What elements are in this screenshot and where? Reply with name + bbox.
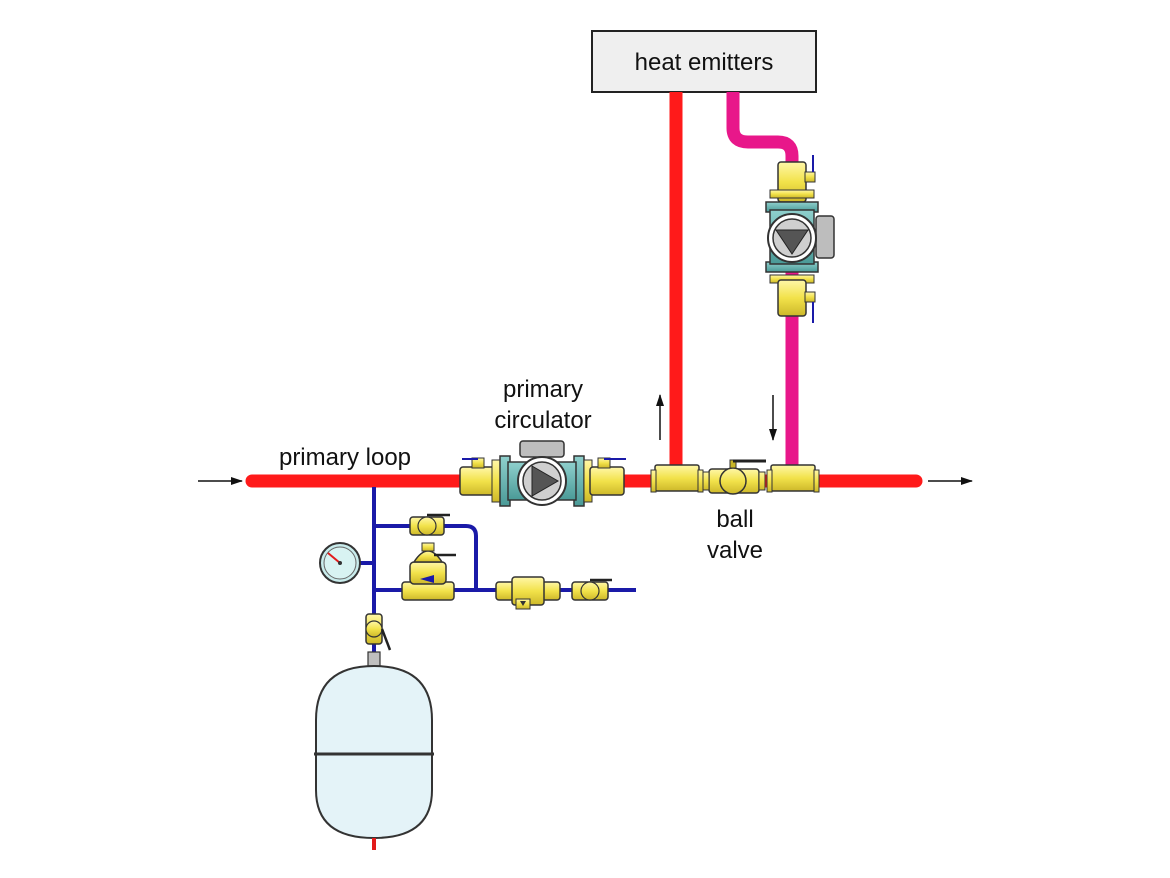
emitter-return-pipe bbox=[726, 92, 799, 470]
return-tee-fitting bbox=[766, 464, 820, 493]
bypass-ball-valve bbox=[409, 513, 450, 536]
expansion-tank bbox=[314, 651, 434, 850]
primary-loop-label: primary loop bbox=[279, 444, 411, 471]
makeup-water-piping bbox=[360, 487, 636, 652]
ball-valve-label-line1: ball bbox=[716, 506, 753, 533]
primary-circulator bbox=[459, 440, 626, 507]
supply-tee-fitting bbox=[650, 464, 704, 493]
secondary-circulator bbox=[765, 155, 835, 323]
secondary-pump-direction-icon bbox=[775, 229, 809, 255]
ball-valve bbox=[702, 459, 766, 495]
pressure-gauge-icon bbox=[319, 542, 361, 584]
primary-circulator-label-line1: primary bbox=[503, 376, 583, 403]
ball-valve-label-line2: valve bbox=[707, 537, 763, 564]
pressure-reducing-valve bbox=[401, 542, 456, 601]
pump-direction-icon bbox=[531, 465, 560, 497]
feed-ball-valve bbox=[571, 578, 612, 601]
primary-circulator-label-line2: circulator bbox=[494, 407, 591, 434]
heat-emitters-label: heat emitters bbox=[635, 49, 774, 76]
heat-emitters-box: heat emitters bbox=[591, 30, 817, 93]
tank-isolation-valve bbox=[365, 613, 392, 651]
backflow-preventer bbox=[495, 576, 561, 610]
